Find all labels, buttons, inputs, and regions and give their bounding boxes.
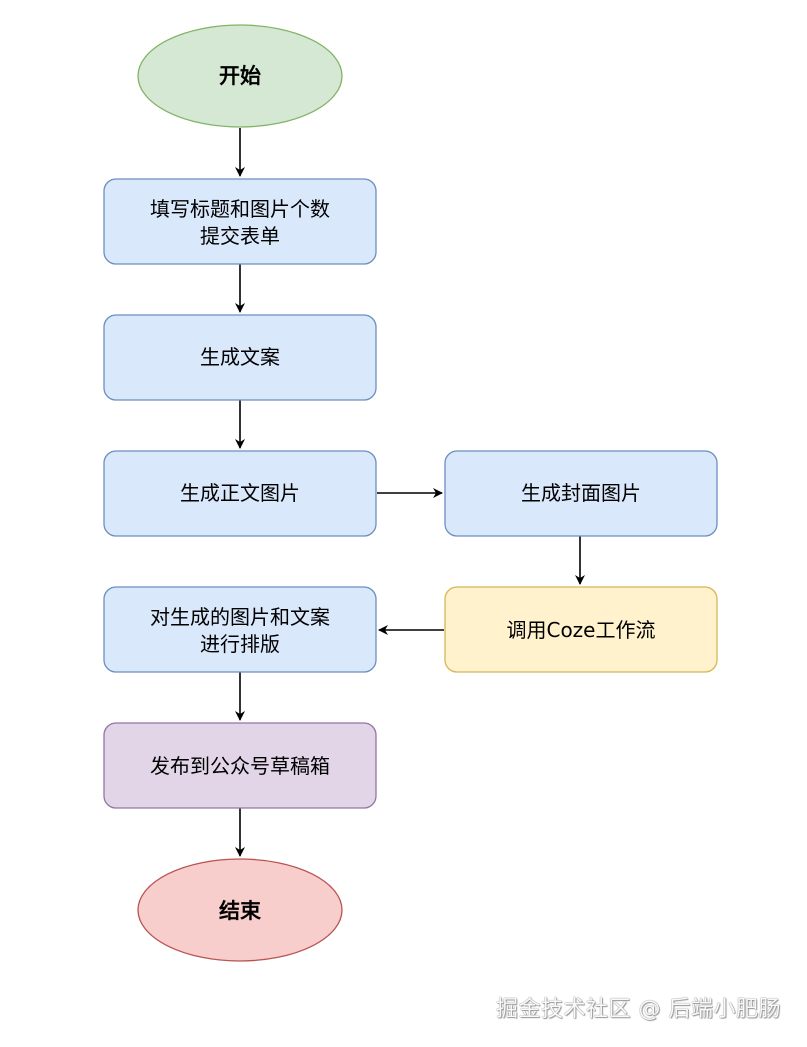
end-ellipse	[137, 858, 343, 962]
generate-body-images-box	[103, 450, 377, 537]
start-label: 开始	[219, 64, 261, 88]
publish-box	[103, 722, 377, 809]
fill-form-label-line2: 提交表单	[200, 224, 280, 248]
publish-node: 发布到公众号草稿箱	[103, 722, 377, 809]
start-ellipse	[137, 24, 343, 128]
layout-box	[103, 586, 377, 673]
generate-body-images-node: 生成正文图片	[103, 450, 377, 537]
end-node: 结束	[137, 858, 343, 962]
connectors	[235, 128, 585, 857]
start-node: 开始	[137, 24, 343, 128]
fill-form-box	[103, 178, 377, 265]
generate-cover-label: 生成封面图片	[521, 481, 641, 505]
watermark-text: 掘金技术社区 @ 后端小肥肠	[496, 997, 781, 1022]
layout-node: 对生成的图片和文案 进行排版	[103, 586, 377, 673]
generate-copy-node: 生成文案	[103, 314, 377, 401]
fill-form-label-line1: 填写标题和图片个数	[150, 197, 330, 221]
call-coze-label: 调用Coze工作流	[506, 618, 655, 642]
publish-label: 发布到公众号草稿箱	[150, 754, 330, 778]
generate-body-images-label: 生成正文图片	[180, 481, 300, 505]
generate-copy-label: 生成文案	[200, 345, 280, 369]
generate-copy-box	[103, 314, 377, 401]
generate-cover-node: 生成封面图片	[444, 450, 718, 537]
layout-label-line1: 对生成的图片和文案	[150, 605, 330, 629]
call-coze-node: 调用Coze工作流	[444, 586, 718, 673]
fill-form-node: 填写标题和图片个数 提交表单	[103, 178, 377, 265]
end-label: 结束	[219, 899, 262, 923]
call-coze-box	[444, 586, 718, 673]
generate-cover-box	[444, 450, 718, 537]
layout-label-line2: 进行排版	[200, 632, 280, 656]
